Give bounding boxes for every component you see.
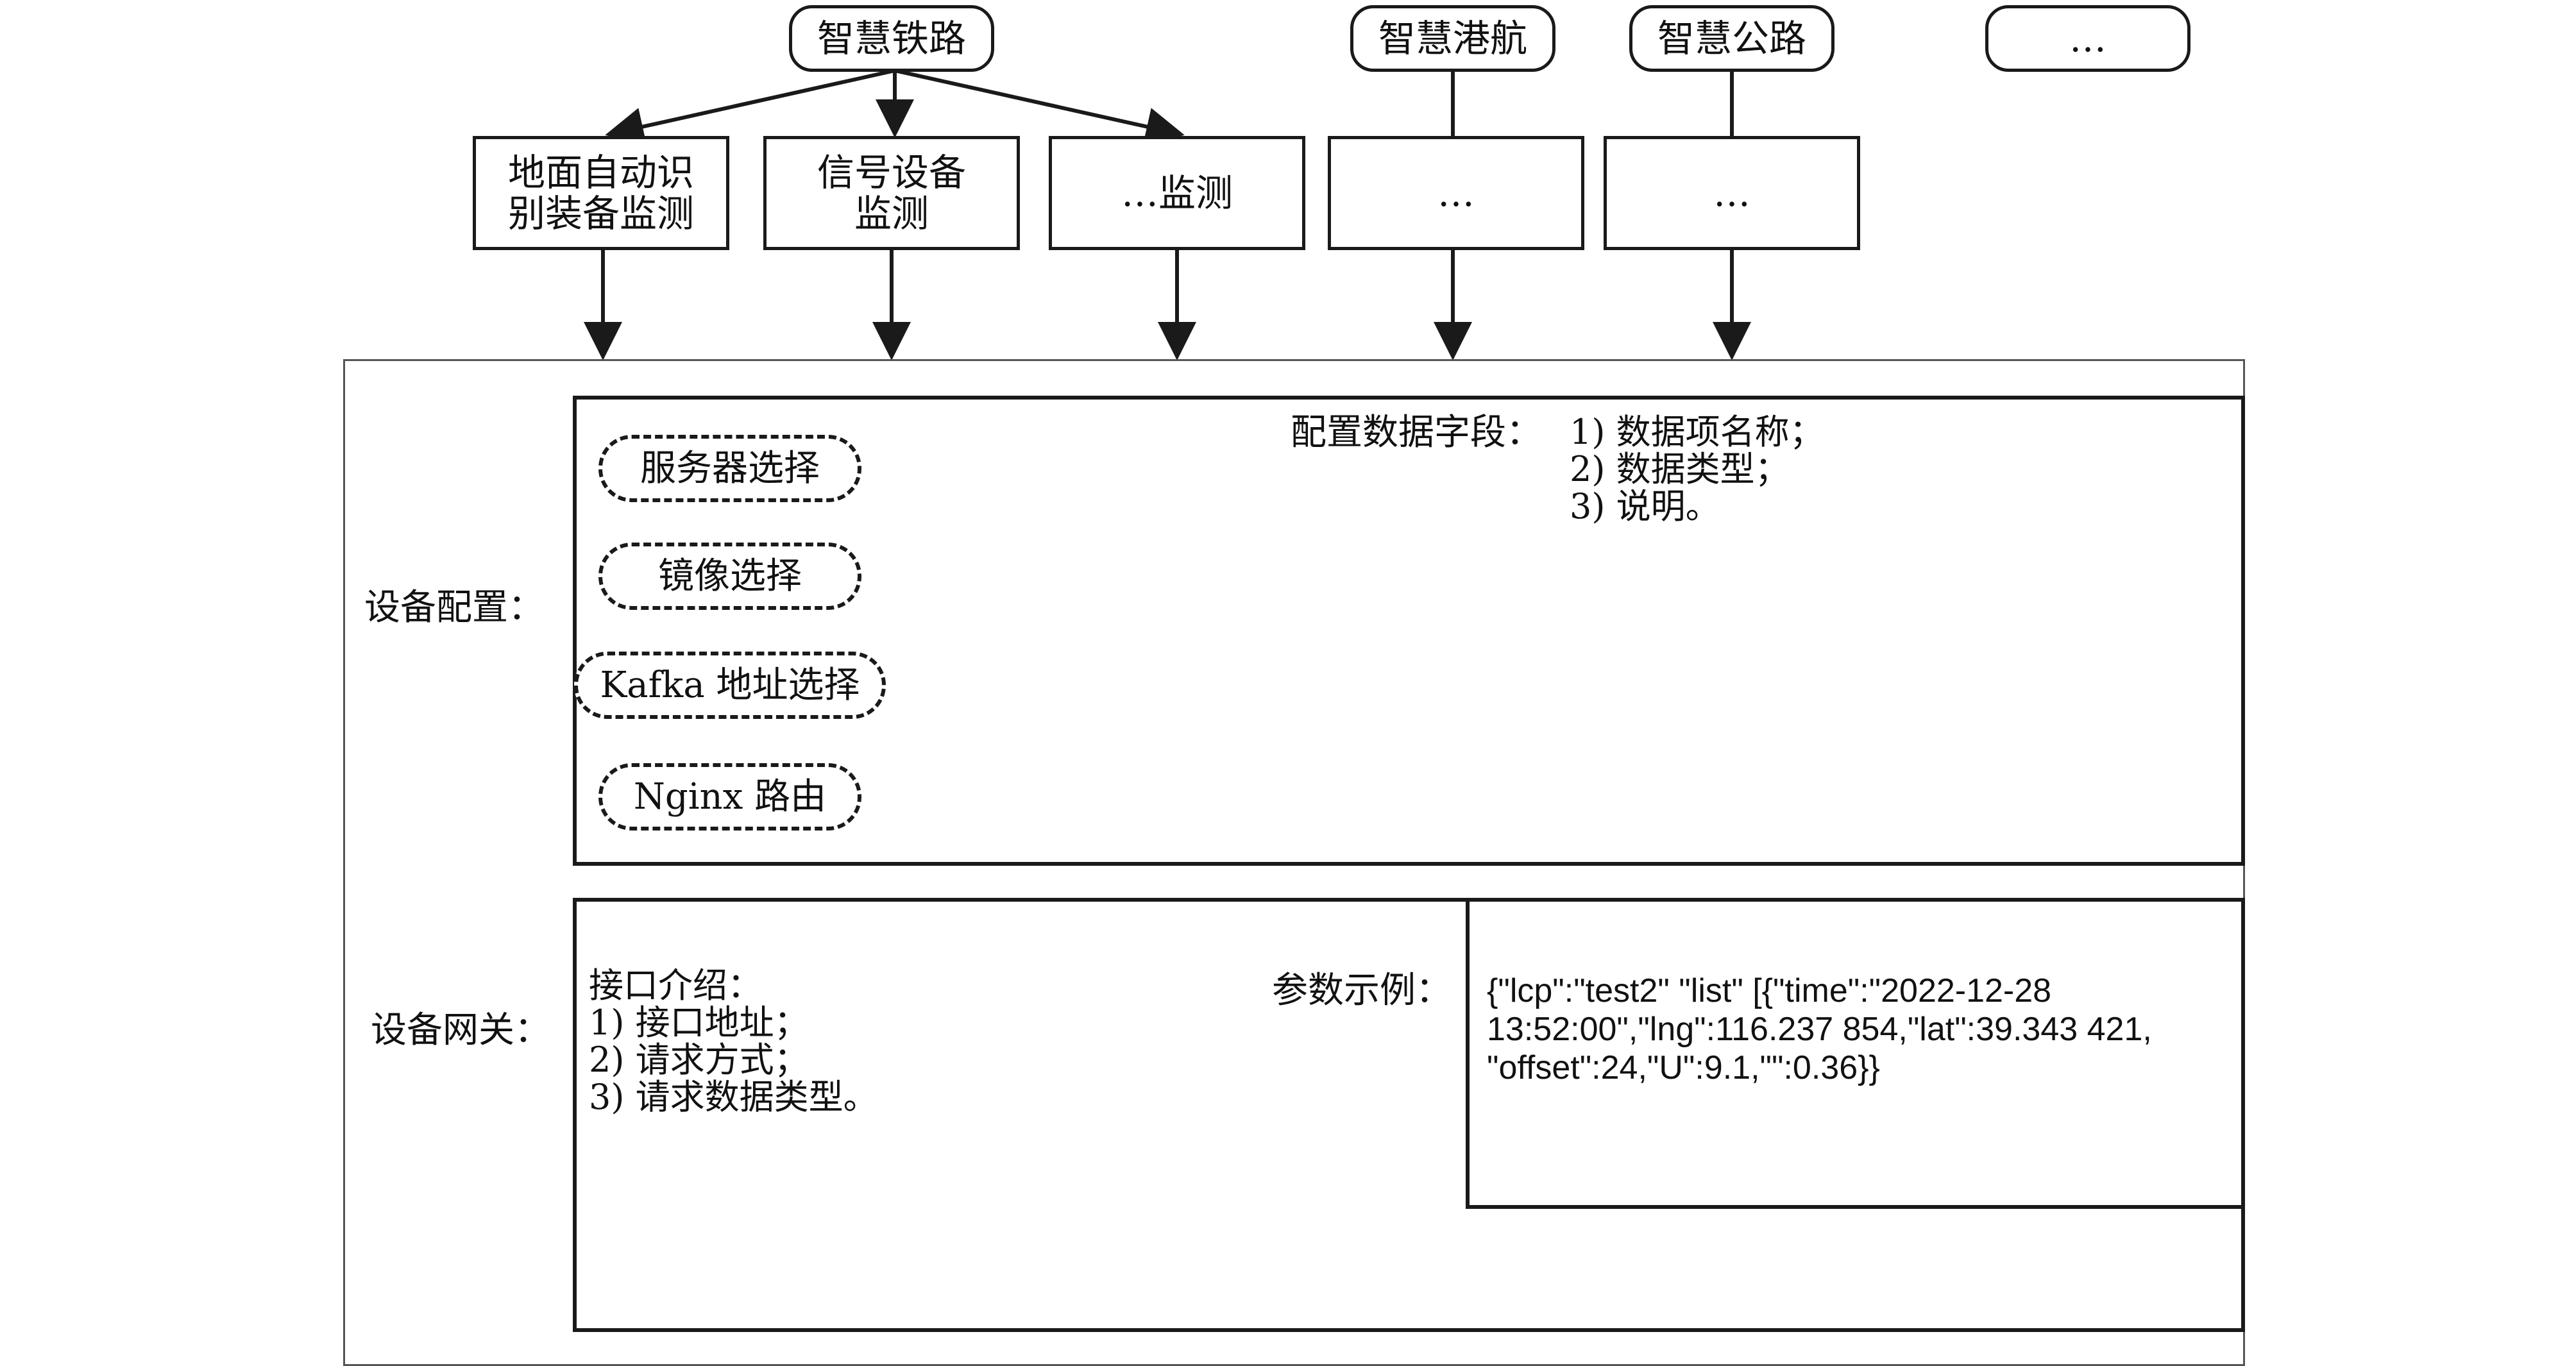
image-select-option[interactable]: 镜像选择 [598, 543, 861, 610]
arrow-railway-to-other [894, 69, 1185, 146]
node-more-domains: … [1985, 5, 2190, 72]
node-smart-highway: 智慧公路 [1629, 5, 1835, 72]
config-field-item: 2) 数据类型； [1570, 449, 1790, 489]
node-ground-auto-monitor: 地面自动识 别装备监测 [473, 136, 729, 250]
interface-intro-item: 1) 接口地址； [589, 1002, 809, 1043]
device-config-label: 设备配置： [364, 587, 544, 628]
interface-intro-item: 2) 请求方式； [589, 1040, 809, 1080]
interface-intro: 接口介绍： 1) 接口地址； 2) 请求方式； 3) 请求数据类型。 [589, 967, 878, 1116]
device-gateway-label: 设备网关： [371, 1009, 550, 1051]
interface-intro-item: 3) 请求数据类型。 [589, 1077, 878, 1117]
kafka-address-option[interactable]: Kafka 地址选择 [574, 652, 886, 719]
node-smart-port: 智慧港航 [1350, 5, 1555, 72]
node-other-monitor: …监测 [1049, 136, 1305, 250]
config-field-item: 1) 数据项名称； [1570, 412, 1824, 452]
node-port-monitor: … [1328, 136, 1584, 250]
param-example-json: {"lcp":"test2" "list" [{"time":"2022-12-… [1487, 972, 2152, 1086]
interface-intro-title: 接口介绍： [589, 965, 762, 1006]
node-smart-railway: 智慧铁路 [789, 5, 994, 72]
param-example-label: 参数示例： [1272, 970, 1452, 1011]
config-field-item: 3) 说明。 [1570, 486, 1720, 527]
node-highway-monitor: … [1604, 136, 1860, 250]
param-example-box [1466, 898, 2245, 1209]
config-fields-title: 配置数据字段： [1291, 412, 1542, 453]
server-select-option[interactable]: 服务器选择 [598, 435, 861, 502]
device-config-panel [573, 396, 2245, 866]
nginx-route-option[interactable]: Nginx 路由 [598, 763, 861, 831]
config-fields-list: 1) 数据项名称； 2) 数据类型； 3) 说明。 [1570, 414, 1824, 525]
arrow-railway-to-ground [605, 69, 895, 146]
node-signal-monitor: 信号设备 监测 [763, 136, 1020, 250]
